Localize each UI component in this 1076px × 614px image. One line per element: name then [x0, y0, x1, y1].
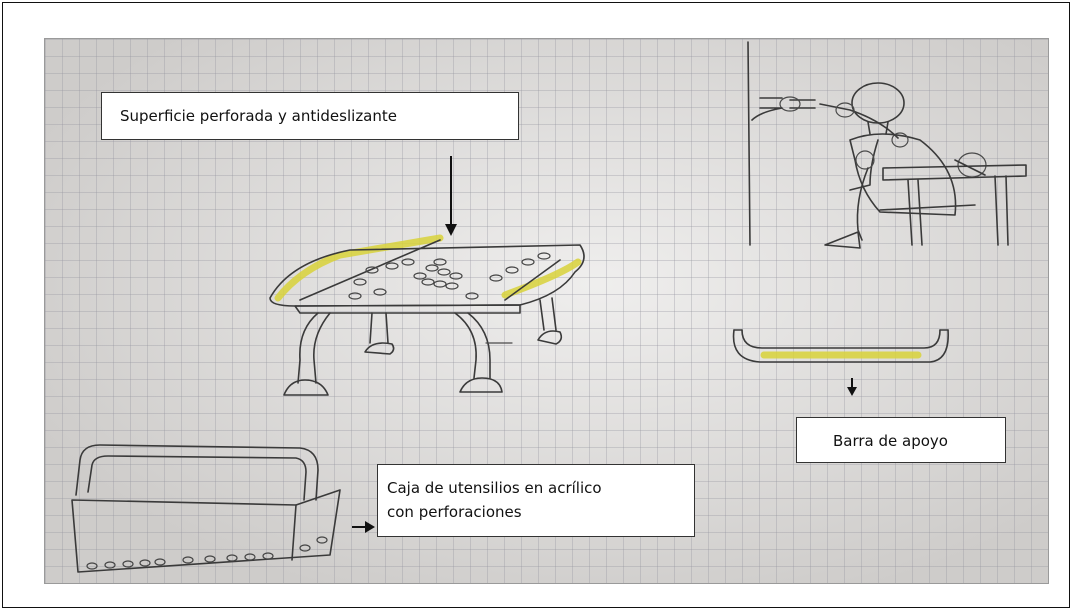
table-foot-front-right: [459, 377, 503, 393]
utensil-box-label-line2: con perforaciones: [387, 503, 522, 521]
stool-leg-left: [907, 179, 923, 246]
box-handle-inner: [87, 455, 307, 501]
figure-hip-joint: [855, 150, 875, 170]
figure-thigh: [879, 159, 986, 211]
callout-utensil-box-label: Caja de utensilios en acrílico con perfo…: [377, 464, 695, 537]
table-left-rail-highlight: [274, 234, 444, 302]
utensil-box-label-line1: Caja de utensilios en acrílico: [387, 479, 602, 497]
perforated-table-sketch: [269, 234, 585, 396]
callout-surface-label: Superficie perforada y antideslizante: [101, 92, 519, 140]
figure-hand: [779, 96, 801, 112]
table-leg-front-right: [454, 312, 491, 379]
table-top-outline: [269, 244, 585, 307]
arrow-support-bar: [847, 378, 857, 396]
box-edge: [291, 504, 297, 561]
callout-support-bar-label: Barra de apoyo: [796, 417, 1006, 463]
support-bar-label-text: Barra de apoyo: [833, 432, 948, 450]
utensil-box-sketch: [71, 444, 341, 573]
seated-figure-sketch: [751, 82, 1027, 249]
table-leg-back-left: [364, 312, 395, 355]
table-leg-back-right: [537, 297, 563, 345]
figure-foot: [824, 231, 861, 249]
stool-seat: [882, 164, 1027, 181]
figure-head: [851, 82, 905, 124]
support-bar-outline-upper: [741, 329, 941, 349]
figure-upper-arm: [819, 103, 899, 139]
arrow-surface: [445, 156, 457, 236]
support-bar-sketch: [732, 329, 949, 363]
box-holes: [86, 536, 328, 570]
figure-lower-leg: [856, 167, 869, 241]
table-right-rail-highlight: [501, 258, 582, 299]
wall-line: [747, 41, 751, 246]
figure-elbow: [835, 102, 855, 118]
table-leg-front-left: [297, 312, 331, 384]
surface-label-text: Superficie perforada y antideslizante: [120, 107, 397, 125]
support-bar-outline-lower: [732, 329, 949, 363]
figure-second-arm: [849, 139, 879, 191]
figure-wall-grab: [751, 97, 783, 121]
table-holes: [348, 252, 551, 300]
arrow-utensil-box: [352, 521, 375, 533]
table-inner-rails: [299, 239, 561, 301]
table-foot-front-left: [283, 379, 329, 396]
figure-shoulder-joint: [891, 132, 909, 148]
table-top-edge: [294, 304, 521, 314]
figure-forearm: [789, 99, 816, 109]
box-handle-outer: [75, 444, 319, 501]
stool-leg-right: [994, 175, 1009, 246]
box-body: [71, 489, 341, 573]
